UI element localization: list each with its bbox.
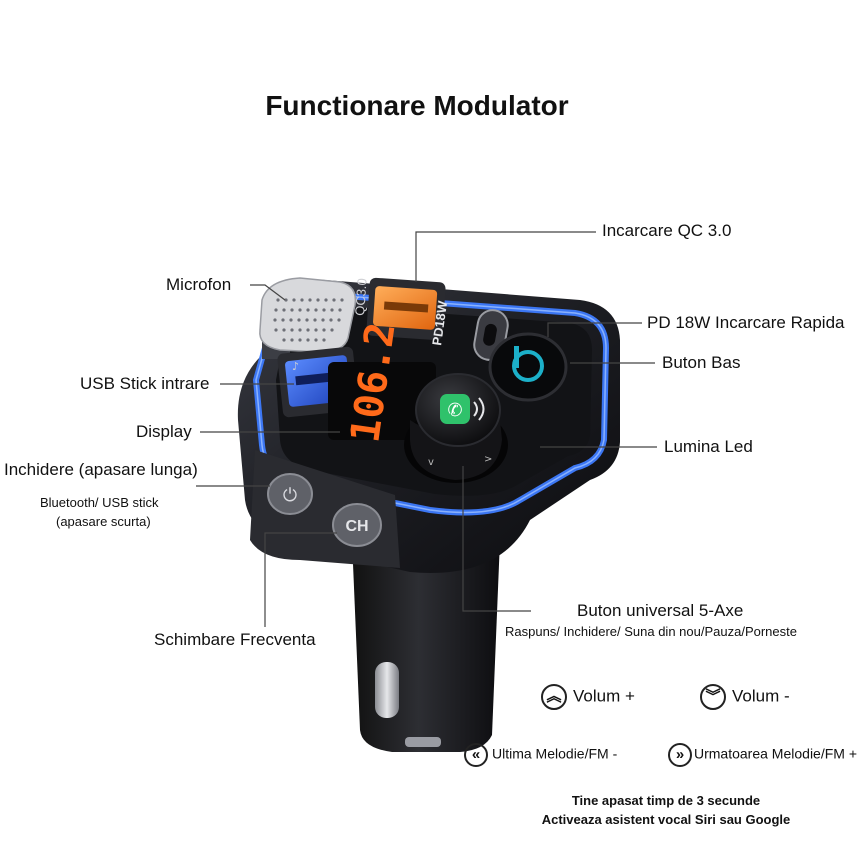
power-icon: ⏻: [283, 485, 297, 506]
chevron-double-left-icon: «: [464, 743, 488, 767]
bass-button-letter: b: [0, 0, 1, 1]
label-schimbare-frecventa: Schimbare Frecventa: [154, 630, 316, 649]
legend-volum-minus-label: Volum -: [732, 686, 790, 706]
power-button[interactable]: [267, 473, 313, 515]
ch-button[interactable]: [332, 503, 382, 547]
label-display: Display: [136, 422, 192, 441]
qc-port-label: QC3.0: [352, 278, 370, 317]
callout-lines: [196, 231, 657, 627]
plug-side-contact: [375, 662, 399, 718]
usb-qc-port: QC3.0: [352, 278, 446, 341]
chevron-right-icon: >: [484, 454, 492, 465]
label-pd-incarcare: PD 18W Incarcare Rapida: [647, 313, 845, 332]
label-buton-bas: Buton Bas: [662, 353, 741, 372]
legend-hold-line2: Activeaza asistent vocal Siri sau Google: [541, 812, 791, 827]
phone-icon: ✆: [447, 400, 462, 421]
music-note-icon: ♪: [292, 360, 299, 373]
page-title: Functionare Modulator: [265, 90, 569, 121]
legend-urmatoarea: »Urmatoarea Melodie/FM +: [668, 743, 857, 767]
legend-ultima-label: Ultima Melodie/FM -: [492, 745, 618, 762]
label-inchidere: Inchidere (apasare lunga): [4, 460, 198, 479]
chevron-double-right-icon: »: [668, 743, 692, 767]
bass-button[interactable]: b: [0, 0, 568, 402]
label-lumina-led: Lumina Led: [664, 437, 753, 456]
chevron-down-icon: v: [428, 457, 434, 468]
call-button[interactable]: [440, 394, 470, 424]
label-incarcare-qc: Incarcare QC 3.0: [602, 221, 732, 240]
label-bluetooth-usb: Bluetooth/ USB stick: [40, 495, 159, 510]
pd-port-label: PD18W: [429, 299, 450, 346]
legend-volum-plus: ︽ Volum +: [541, 684, 635, 710]
label-microfon: Microfon: [166, 275, 232, 294]
chevron-double-down-icon: ︾: [700, 684, 726, 710]
microphone: [259, 277, 357, 359]
label-buton-universal-desc: Raspuns/ Inchidere/ Suna din nou/Pauza/P…: [505, 624, 797, 639]
label-apasare-scurta: (apasare scurta): [56, 514, 151, 529]
legend-urmatoarea-label: Urmatoarea Melodie/FM +: [694, 745, 858, 762]
label-usb-stick: USB Stick intrare: [80, 374, 210, 393]
chevron-double-up-icon: ︽: [541, 684, 567, 710]
legend-hold-line1: Tine apasat timp de 3 secunde: [571, 793, 761, 808]
legend-volum-plus-label: Volum +: [573, 686, 635, 706]
label-buton-universal: Buton universal 5-Axe: [577, 601, 744, 620]
legend-volum-minus: ︾ Volum -: [700, 684, 790, 710]
side-buttons: ⏻ CH: [250, 450, 400, 568]
ch-button-label: CH: [345, 518, 368, 535]
legend-ultima: «Ultima Melodie/FM -: [464, 743, 617, 767]
led-display: 106.2: [328, 320, 436, 445]
five-axis-knob[interactable]: ✆ v >: [404, 373, 508, 483]
